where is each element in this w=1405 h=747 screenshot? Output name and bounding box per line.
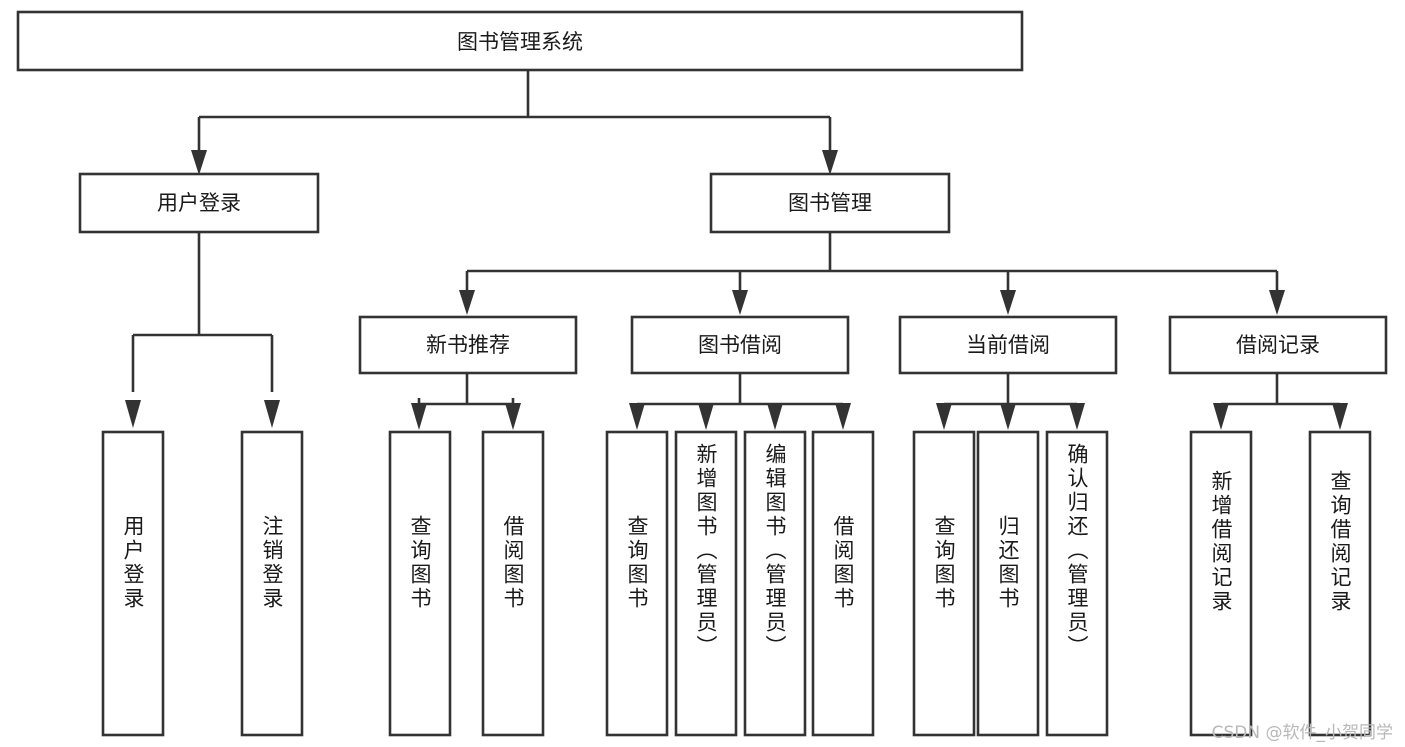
leaf-node-borrow-book[interactable]: 借阅图书: [811, 430, 875, 737]
connector-group-borrow-record: [1213, 373, 1348, 430]
node-new-book-recommend-label: 新书推荐: [426, 333, 510, 357]
arrow-head-to-leaf-add-book: [698, 403, 714, 430]
leaf-node-confirm-return[interactable]: 确认归还（管理员）: [1045, 430, 1109, 737]
connector-group-current-borrow: [936, 373, 1085, 430]
leaf-node-confirm-return-label: 确认归还（管理员）: [1065, 443, 1089, 659]
arrow-head-to-leaf-query-book-3: [936, 403, 952, 430]
leaf-node-add-borrow-record-label: 新增借阅记录: [1209, 470, 1233, 614]
connector-group-root: [191, 70, 838, 175]
leaf-node-query-book-recommend-label: 查询图书: [408, 515, 432, 611]
connector-group-book-borrow: [629, 373, 851, 430]
leaf-node-add-book[interactable]: 新增图书（管理员）: [674, 430, 738, 737]
leaf-node-edit-book[interactable]: 编辑图书（管理员）: [743, 430, 807, 737]
leaf-node-return-book[interactable]: 归还图书: [976, 430, 1040, 737]
node-book-borrow-label: 图书借阅: [698, 333, 782, 357]
node-borrow-record-label: 借阅记录: [1236, 333, 1320, 357]
node-book-manage-label: 图书管理: [788, 191, 872, 215]
arrow-head-to-leaf-confirm-return: [1069, 403, 1085, 430]
leaf-node-edit-book-label: 编辑图书（管理员）: [763, 443, 787, 659]
arrow-head-to-leaf-query-book-2: [629, 403, 645, 430]
arrow-head-to-current-borrow: [1000, 290, 1016, 315]
connector-current-borrow-to-leaves-stem: [944, 373, 1077, 406]
leaf-node-user-login-label: 用户登录: [121, 515, 145, 611]
leaf-node-user-login[interactable]: 用户登录: [101, 430, 165, 737]
node-root-system[interactable]: 图书管理系统: [16, 10, 1024, 72]
connector-group-user-login: [125, 232, 280, 428]
node-current-borrow[interactable]: 当前借阅: [898, 315, 1118, 375]
leaf-node-borrow-book-label: 借阅图书: [831, 515, 855, 611]
node-user-login-label: 用户登录: [157, 191, 241, 215]
leaf-node-return-book-label: 归还图书: [996, 515, 1020, 611]
connector-group-new-book-recommend: [411, 373, 521, 430]
leaf-node-logout[interactable]: 注销登录: [240, 430, 304, 737]
arrow-head-to-leaf-logout: [264, 400, 280, 428]
arrow-head-to-leaf-add-record: [1213, 403, 1229, 430]
leaf-node-add-borrow-record[interactable]: 新增借阅记录: [1189, 430, 1253, 737]
watermark-text: CSDN @软件_小贺同学: [1211, 723, 1393, 743]
arrow-head-to-leaf-query-book-1: [411, 403, 427, 430]
arrow-head-to-leaf-borrow-book-2: [835, 403, 851, 430]
leaf-node-query-book-current-label: 查询图书: [932, 515, 956, 611]
arrow-head-to-leaf-query-record: [1332, 403, 1348, 430]
arrow-head-to-leaf-user-login: [125, 400, 141, 428]
connector-user-login-to-leaves-stem: [131, 232, 274, 392]
node-user-login[interactable]: 用户登录: [78, 172, 320, 234]
arrow-head-to-book-borrow: [732, 290, 748, 315]
arrow-head-to-leaf-edit-book: [767, 403, 783, 430]
leaf-node-query-book-borrow-label: 查询图书: [625, 515, 649, 611]
leaf-node-query-book-recommend[interactable]: 查询图书: [388, 430, 452, 737]
leaf-node-query-borrow-record[interactable]: 查询借阅记录: [1308, 430, 1372, 737]
arrow-head-to-leaf-borrow-book-1: [505, 403, 521, 430]
node-current-borrow-label: 当前借阅: [966, 333, 1050, 357]
leaf-node-query-book-current[interactable]: 查询图书: [912, 430, 976, 737]
node-new-book-recommend[interactable]: 新书推荐: [358, 315, 578, 375]
node-book-manage[interactable]: 图书管理: [709, 172, 951, 234]
connector-group-book-manage: [459, 232, 1285, 315]
connector-borrow-record-to-leaves-stem: [1221, 373, 1340, 406]
arrow-head-to-new-book-recommend: [459, 290, 475, 315]
node-book-borrow[interactable]: 图书借阅: [630, 315, 850, 375]
node-root-system-label: 图书管理系统: [457, 30, 583, 54]
arrow-head-to-borrow-record: [1269, 290, 1285, 315]
node-borrow-record[interactable]: 借阅记录: [1168, 315, 1388, 375]
connector-book-manage-to-level3-stem: [465, 232, 1279, 292]
leaf-node-query-borrow-record-label: 查询借阅记录: [1328, 470, 1352, 614]
connector-book-borrow-to-leaves-stem: [637, 373, 843, 406]
arrow-head-to-user-login: [191, 150, 207, 175]
leaf-node-query-book-borrow[interactable]: 查询图书: [605, 430, 669, 737]
arrow-head-to-leaf-return-book: [1000, 403, 1016, 430]
leaf-node-add-book-label: 新增图书（管理员）: [694, 443, 718, 659]
leaf-node-logout-label: 注销登录: [260, 515, 284, 611]
arrow-head-to-book-manage: [822, 150, 838, 175]
leaf-node-borrow-book-recommend[interactable]: 借阅图书: [481, 430, 545, 737]
leaf-node-borrow-book-recommend-label: 借阅图书: [501, 515, 525, 611]
connector-new-book-recommend-to-leaves-stem: [417, 373, 515, 406]
connector-root-to-level2-stem: [197, 70, 832, 160]
